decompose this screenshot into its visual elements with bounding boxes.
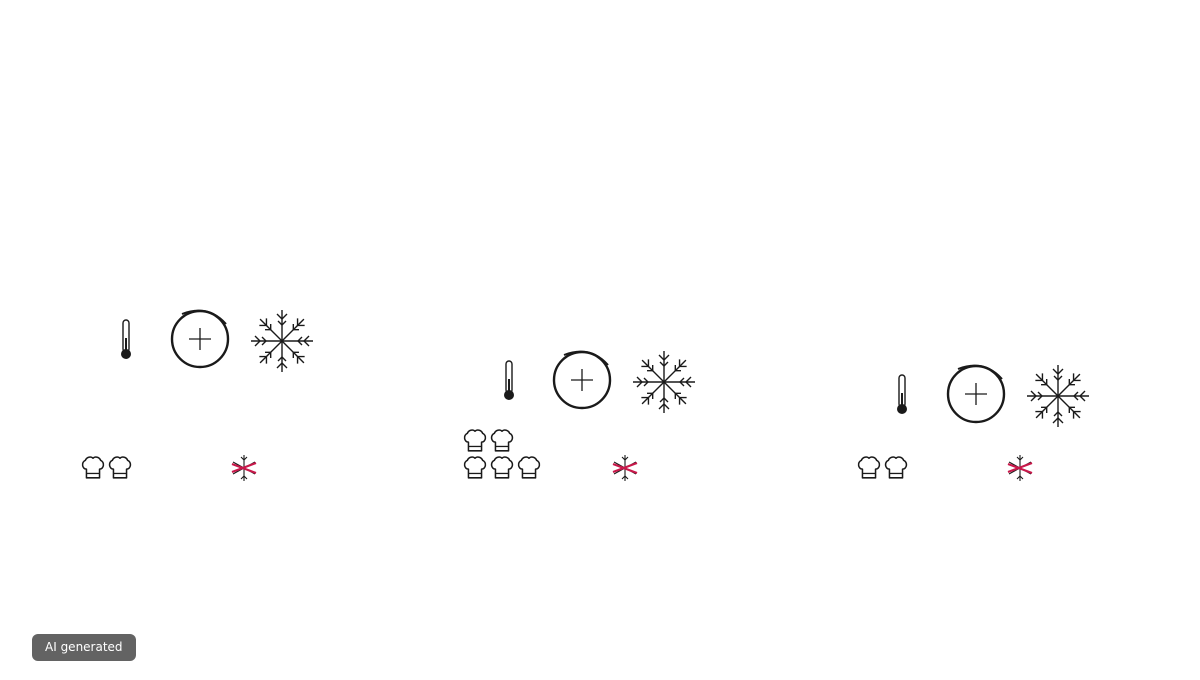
snowflake-icon[interactable]: [249, 308, 315, 374]
chef-rating: [81, 456, 135, 480]
thermometer-icon: [504, 360, 514, 400]
chef-rating: [857, 456, 911, 480]
chef-hat-icon: [463, 429, 487, 452]
chef-rating: [463, 456, 544, 480]
thermometer-icon: [121, 319, 131, 359]
plus-circle-icon[interactable]: [168, 306, 232, 370]
chef-hat-icon: [490, 429, 514, 452]
ai-generated-badge: AI generated: [32, 634, 136, 661]
chef-hat-icon: [857, 456, 881, 479]
chef-hat-icon: [81, 456, 105, 479]
chef-hat-icon: [490, 456, 514, 479]
crossed-snowflake-icon: [612, 455, 638, 481]
snowflake-icon[interactable]: [631, 349, 697, 415]
appliance-panel-1: [0, 0, 400, 680]
thermometer-icon: [897, 374, 907, 414]
chef-hat-icon: [517, 456, 541, 479]
chef-hat-icon: [884, 456, 908, 479]
appliance-panel-3: [800, 0, 1200, 680]
chef-rating: [463, 429, 517, 453]
chef-hat-icon: [108, 456, 132, 479]
appliance-panel-2: [400, 0, 800, 680]
chef-hat-icon: [463, 456, 487, 479]
crossed-snowflake-icon: [1007, 455, 1033, 481]
snowflake-icon[interactable]: [1025, 363, 1091, 429]
crossed-snowflake-icon: [231, 455, 257, 481]
plus-circle-icon[interactable]: [944, 361, 1008, 425]
plus-circle-icon[interactable]: [550, 347, 614, 411]
